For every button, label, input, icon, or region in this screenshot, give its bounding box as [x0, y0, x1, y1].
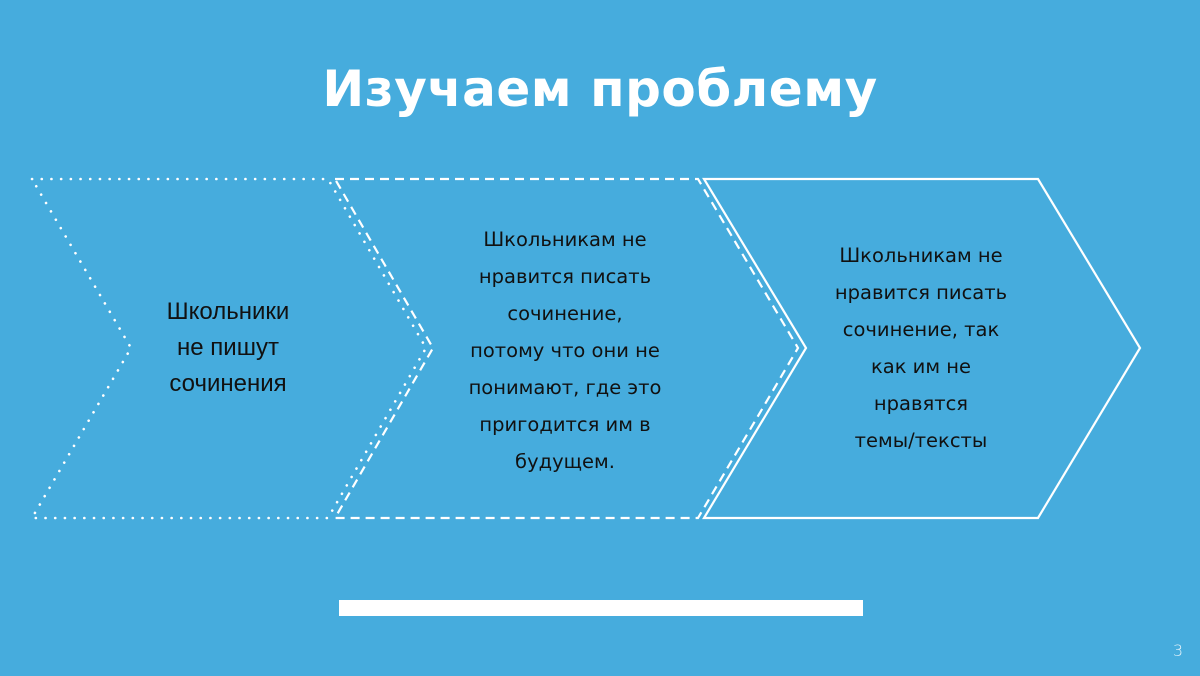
chevron-step-3-outline [702, 177, 1142, 520]
step-3-line: как им не [870, 355, 972, 378]
step-2-text: Школьникам не нравится писать сочинение,… [440, 178, 690, 520]
step-1-line: сочинения [169, 370, 287, 397]
step-2-line: Школьникам не [483, 227, 647, 251]
step-2-line: нравится писать [478, 264, 652, 288]
step-3-line: нравится писать [834, 281, 1008, 304]
step-3-line: нравятся [873, 392, 969, 415]
step-2-line: будущем. [515, 449, 615, 473]
step-2-line: пригодится им в [479, 412, 651, 436]
step-1-text: Школьники не пишут сочинения [130, 178, 326, 518]
chevron-step-2-outline [333, 177, 800, 520]
step-3-line: сочинение, так [842, 318, 1000, 341]
step-2-line: сочинение, [507, 301, 623, 325]
step-1-line: не пишут [177, 334, 279, 361]
chevron-step-1-outline [29, 177, 428, 520]
step-1-line: Школьники [166, 298, 290, 325]
step-3-line: Школьникам не [839, 244, 1003, 267]
step-3-text: Школьникам не нравится писать сочинение,… [806, 178, 1036, 520]
step-2-line: понимают, где это [468, 375, 662, 399]
slide-title: Изучаем проблему [322, 60, 878, 118]
step-2-line: потому что они не [470, 338, 660, 362]
page-number: 3 [1172, 641, 1183, 660]
decorative-white-bar [339, 600, 863, 616]
step-3-line: темы/тексты [854, 429, 988, 452]
